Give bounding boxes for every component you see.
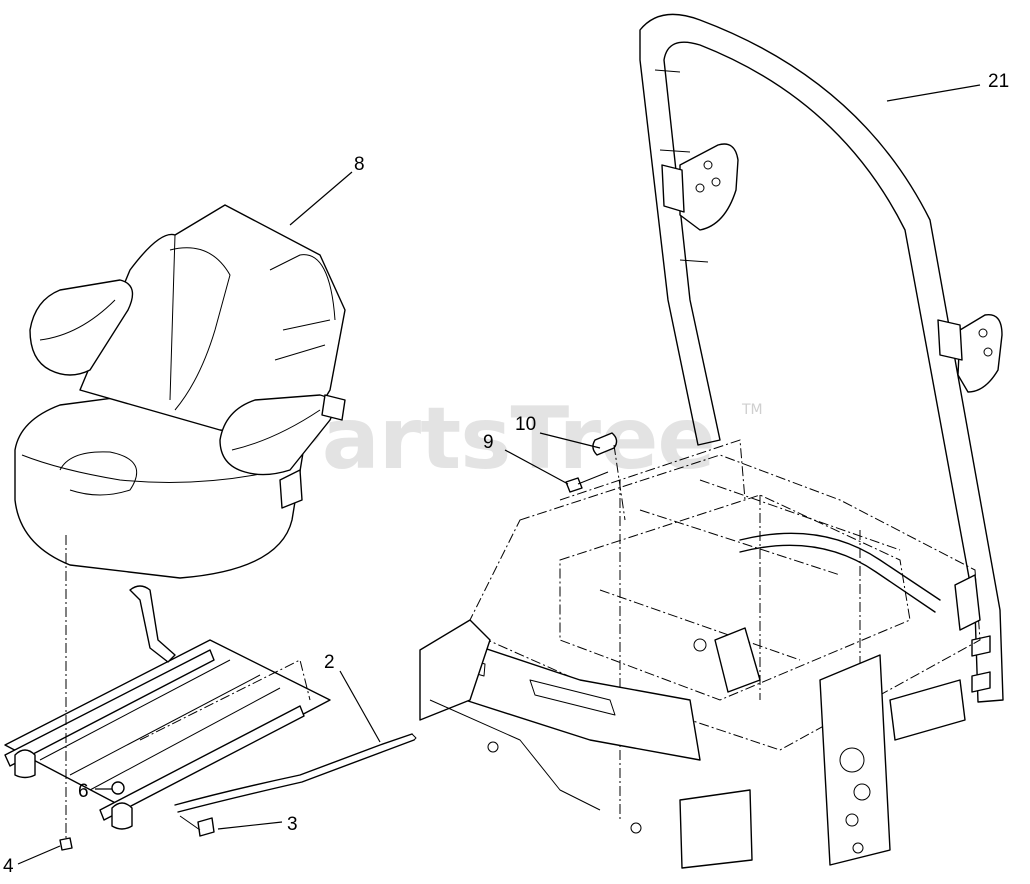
watermark-trademark: TM: [741, 402, 763, 418]
leader-lines: [17, 84, 981, 865]
callout-21: 21: [988, 71, 1009, 92]
seat-mounting-plate: [4, 535, 417, 851]
callout-2: 2: [324, 652, 335, 673]
roll-bar: [639, 13, 1004, 703]
main-frame: [419, 439, 981, 869]
callout-6: 6: [78, 781, 89, 802]
callout-3: 3: [287, 814, 298, 835]
callout-10: 10: [515, 414, 536, 435]
callout-8: 8: [354, 154, 365, 175]
seat: [14, 204, 346, 579]
callout-9: 9: [483, 432, 494, 453]
callout-4: 4: [3, 856, 14, 877]
callouts: 21 8 10 9 2 6 3 4: [3, 71, 1009, 877]
bolt-and-spacer: [565, 432, 626, 521]
